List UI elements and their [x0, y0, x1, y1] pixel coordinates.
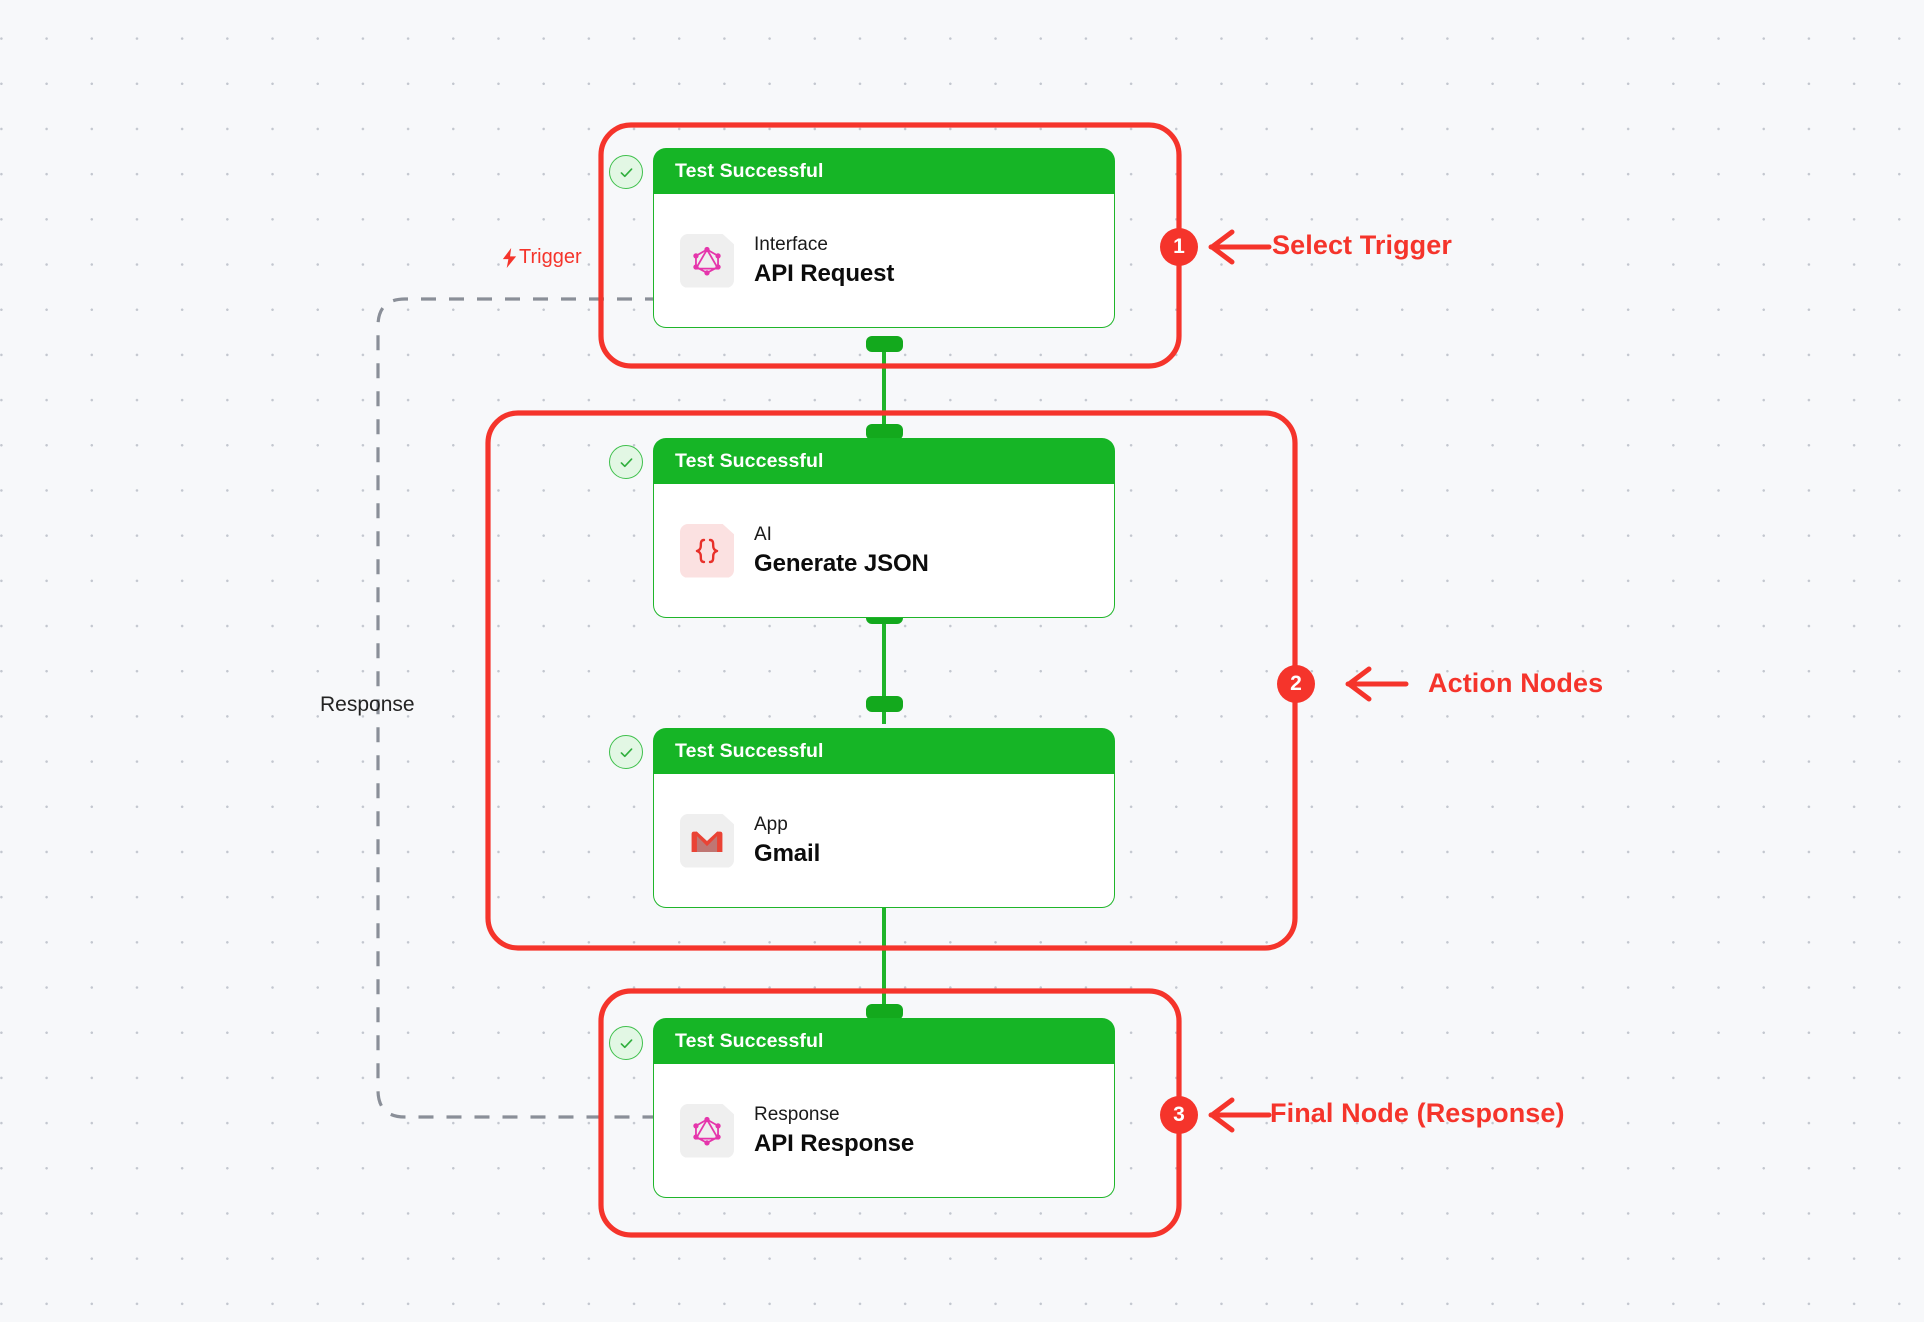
- workflow-node-api-request[interactable]: Test Successful: [653, 148, 1115, 328]
- node-body[interactable]: AI Generate JSON: [653, 484, 1115, 618]
- node-body[interactable]: Response API Response: [653, 1064, 1115, 1198]
- annotation-number: 2: [1290, 672, 1302, 695]
- node-status-header: Test Successful: [653, 1018, 1115, 1064]
- node-status-header: Test Successful: [653, 148, 1115, 194]
- node-status-label: Test Successful: [675, 159, 824, 182]
- node-status-label: Test Successful: [675, 449, 824, 472]
- node-success-badge: [609, 1026, 643, 1060]
- workflow-node-api-response[interactable]: Test Successful: [653, 1018, 1115, 1198]
- node-success-badge: [609, 735, 643, 769]
- node-kind-label: Interface: [754, 233, 828, 255]
- node-title-label: API Response: [754, 1130, 915, 1158]
- annotation-number: 3: [1173, 1103, 1185, 1126]
- graphql-icon: [680, 1103, 734, 1158]
- trigger-edge-label: Trigger: [501, 246, 582, 269]
- gmail-icon: [680, 813, 734, 868]
- annotation-label-2: Action Nodes: [1428, 668, 1603, 699]
- annotation-bubble-1: 1: [1160, 228, 1198, 266]
- annotation-number: 1: [1173, 235, 1185, 258]
- node-title-label: API Request: [754, 260, 895, 288]
- node-body[interactable]: App Gmail: [653, 774, 1115, 908]
- response-edge-label: Response: [320, 693, 415, 717]
- check-icon: [620, 1038, 632, 1048]
- node-success-badge: [609, 155, 643, 189]
- node-title-label: Gmail: [754, 840, 821, 868]
- annotation-label-1: Select Trigger: [1272, 230, 1452, 261]
- annotation-arrow-3: [1208, 1097, 1272, 1133]
- node-title-label: Generate JSON: [754, 550, 929, 578]
- json-braces-icon: [680, 523, 734, 578]
- check-icon: [620, 457, 632, 467]
- annotation-text: Select Trigger: [1272, 230, 1452, 260]
- annotation-bubble-2: 2: [1277, 665, 1315, 703]
- node-success-badge: [609, 445, 643, 479]
- workflow-node-gmail[interactable]: Test Successful App Gmail: [653, 728, 1115, 908]
- check-icon: [620, 167, 632, 177]
- node-status-label: Test Successful: [675, 1029, 824, 1052]
- node-kind-label: AI: [754, 523, 772, 545]
- lightning-bolt-icon: [502, 247, 517, 268]
- annotation-arrow-2: [1345, 666, 1409, 702]
- annotation-bubble-3: 3: [1160, 1096, 1198, 1134]
- node-status-header: Test Successful: [653, 728, 1115, 774]
- node-status-header: Test Successful: [653, 438, 1115, 484]
- check-icon: [620, 747, 632, 757]
- trigger-edge-text: Trigger: [519, 246, 582, 268]
- node-kind-label: App: [754, 813, 788, 835]
- workflow-node-generate-json[interactable]: Test Successful AI Generate JSON: [653, 438, 1115, 618]
- node-body[interactable]: Interface API Request: [653, 194, 1115, 328]
- annotation-text: Final Node (Response): [1270, 1098, 1565, 1128]
- annotation-text: Action Nodes: [1428, 668, 1604, 698]
- annotation-label-3: Final Node (Response): [1270, 1098, 1565, 1129]
- annotation-arrow-1: [1208, 229, 1272, 265]
- node-kind-label: Response: [754, 1103, 840, 1125]
- graphql-icon: [680, 233, 734, 288]
- response-edge-text: Response: [320, 693, 415, 716]
- node-status-label: Test Successful: [675, 739, 824, 762]
